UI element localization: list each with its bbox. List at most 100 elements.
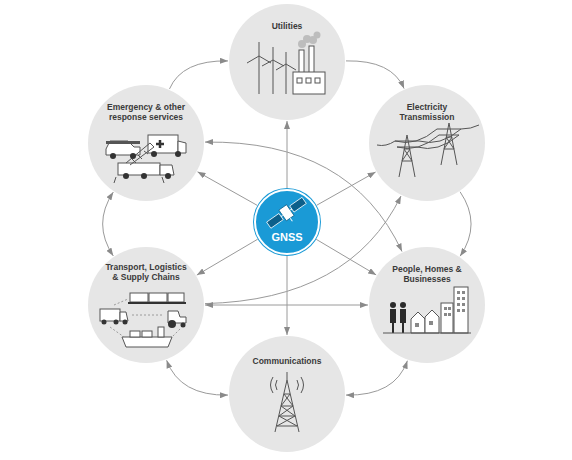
- illustration-stroke: [377, 125, 479, 146]
- illustration-stroke: [429, 321, 433, 325]
- illustration-stroke: [267, 213, 284, 228]
- illustration-stroke: [411, 312, 425, 333]
- illustration-stroke: [265, 195, 310, 234]
- sector-title: Emergency & other response services: [104, 102, 188, 122]
- illustration-stroke: [259, 42, 260, 56]
- illustration-stroke: [457, 291, 460, 294]
- illustration-stroke: [122, 337, 172, 347]
- illustration-stroke: [457, 309, 460, 312]
- illustration-stroke: [156, 140, 164, 148]
- sector-circle: Communications: [229, 336, 345, 452]
- illustration-stroke: [110, 299, 180, 337]
- illustration-stroke: [444, 313, 447, 316]
- illustration-stroke: [114, 320, 119, 325]
- illustration-stroke: [276, 64, 286, 70]
- illustration-stroke: [100, 293, 186, 347]
- connector-arrow: [317, 172, 376, 205]
- illustration-stroke: [314, 32, 321, 39]
- sector-circle: Utilities: [229, 4, 345, 120]
- illustration-stroke: [120, 312, 128, 321]
- illustration-stroke: [286, 64, 296, 70]
- hub-circle: GNSS: [254, 189, 320, 255]
- illustration-stroke: [273, 60, 284, 66]
- connector-arrow: [103, 192, 114, 256]
- illustration-stroke: [165, 173, 171, 179]
- illustration-stroke: [290, 209, 292, 210]
- illustration-stroke: [390, 309, 396, 333]
- illustration-stroke: [395, 129, 461, 149]
- illustration-stroke: [425, 310, 439, 333]
- illustration-stroke: [181, 323, 186, 328]
- gnss-illustration: [256, 191, 318, 253]
- illustration-stroke: [168, 320, 176, 328]
- sector-circle: People, Homes & Businesses: [369, 247, 485, 363]
- connector-arrow: [167, 360, 228, 395]
- illustration-stroke: [297, 78, 302, 83]
- sector-circle: Electricity Transmission: [369, 85, 485, 201]
- sector-title: Communications: [245, 356, 329, 366]
- sector-title: Utilities: [245, 21, 329, 31]
- illustration-stroke: [151, 151, 157, 157]
- illustration-stroke: [309, 46, 314, 74]
- illustration-stroke: [290, 218, 292, 221]
- illustration-stroke: [247, 42, 296, 94]
- illustration-stroke: [286, 64, 287, 94]
- illustration-stroke: [383, 333, 471, 334]
- connector-arrow: [197, 239, 258, 275]
- illustration-stroke: [259, 56, 260, 94]
- illustration-stroke: [448, 307, 451, 310]
- connector-arrow: [170, 61, 229, 89]
- illustration-stroke: [315, 78, 320, 83]
- illustration-stroke: [441, 303, 453, 333]
- connector-arrow: [198, 172, 258, 206]
- illustration-stroke: [390, 302, 406, 333]
- illustration-stroke: [106, 141, 140, 144]
- illustration-stroke: [106, 135, 186, 175]
- illustration-stroke: [462, 291, 465, 294]
- illustration-stroke: [149, 293, 167, 302]
- illustration-stroke: [141, 173, 147, 179]
- comms-illustration: [229, 336, 345, 452]
- connector-arrow: [346, 61, 404, 89]
- connector-arrow: [287, 256, 288, 335]
- illustration-stroke: [102, 302, 187, 328]
- illustration-stroke: [298, 32, 321, 49]
- illustration-stroke: [247, 56, 259, 63]
- illustration-stroke: [100, 309, 120, 321]
- illustration-stroke: [106, 141, 140, 155]
- illustration-stroke: [287, 372, 288, 380]
- illustration-stroke: [275, 380, 299, 432]
- illustration-stroke: [110, 299, 180, 337]
- illustration-stroke: [390, 302, 396, 308]
- illustration-stroke: [299, 50, 304, 74]
- illustration-stroke: [462, 297, 465, 300]
- illustration-stroke: [110, 151, 181, 179]
- illustration-stroke: [271, 377, 304, 393]
- illustration-stroke: [457, 297, 460, 300]
- illustration-stroke: [462, 309, 465, 312]
- illustration-stroke: [130, 153, 136, 159]
- illustration-stroke: [444, 307, 447, 310]
- illustration-stroke: [400, 309, 406, 333]
- illustration-stroke: [130, 293, 148, 302]
- illustration-stroke: [448, 313, 451, 316]
- illustration-stroke: [148, 135, 178, 153]
- illustration-stroke: [262, 60, 273, 66]
- sector-title: People, Homes & Businesses: [385, 264, 469, 284]
- illustration-stroke: [462, 303, 465, 306]
- illustration-stroke: [178, 141, 186, 153]
- illustration-stroke: [400, 302, 406, 308]
- illustration-stroke: [415, 323, 419, 327]
- connector-arrow: [287, 121, 288, 188]
- illustration-stroke: [281, 215, 283, 216]
- illustration-stroke: [306, 78, 311, 83]
- illustration-stroke: [273, 47, 274, 60]
- illustration-stroke: [128, 302, 186, 304]
- connector-arrow: [205, 305, 368, 306]
- illustration-stroke: [437, 123, 461, 165]
- illustration-stroke: [130, 331, 140, 337]
- illustration-stroke: [273, 60, 274, 94]
- illustration-stroke: [168, 293, 184, 302]
